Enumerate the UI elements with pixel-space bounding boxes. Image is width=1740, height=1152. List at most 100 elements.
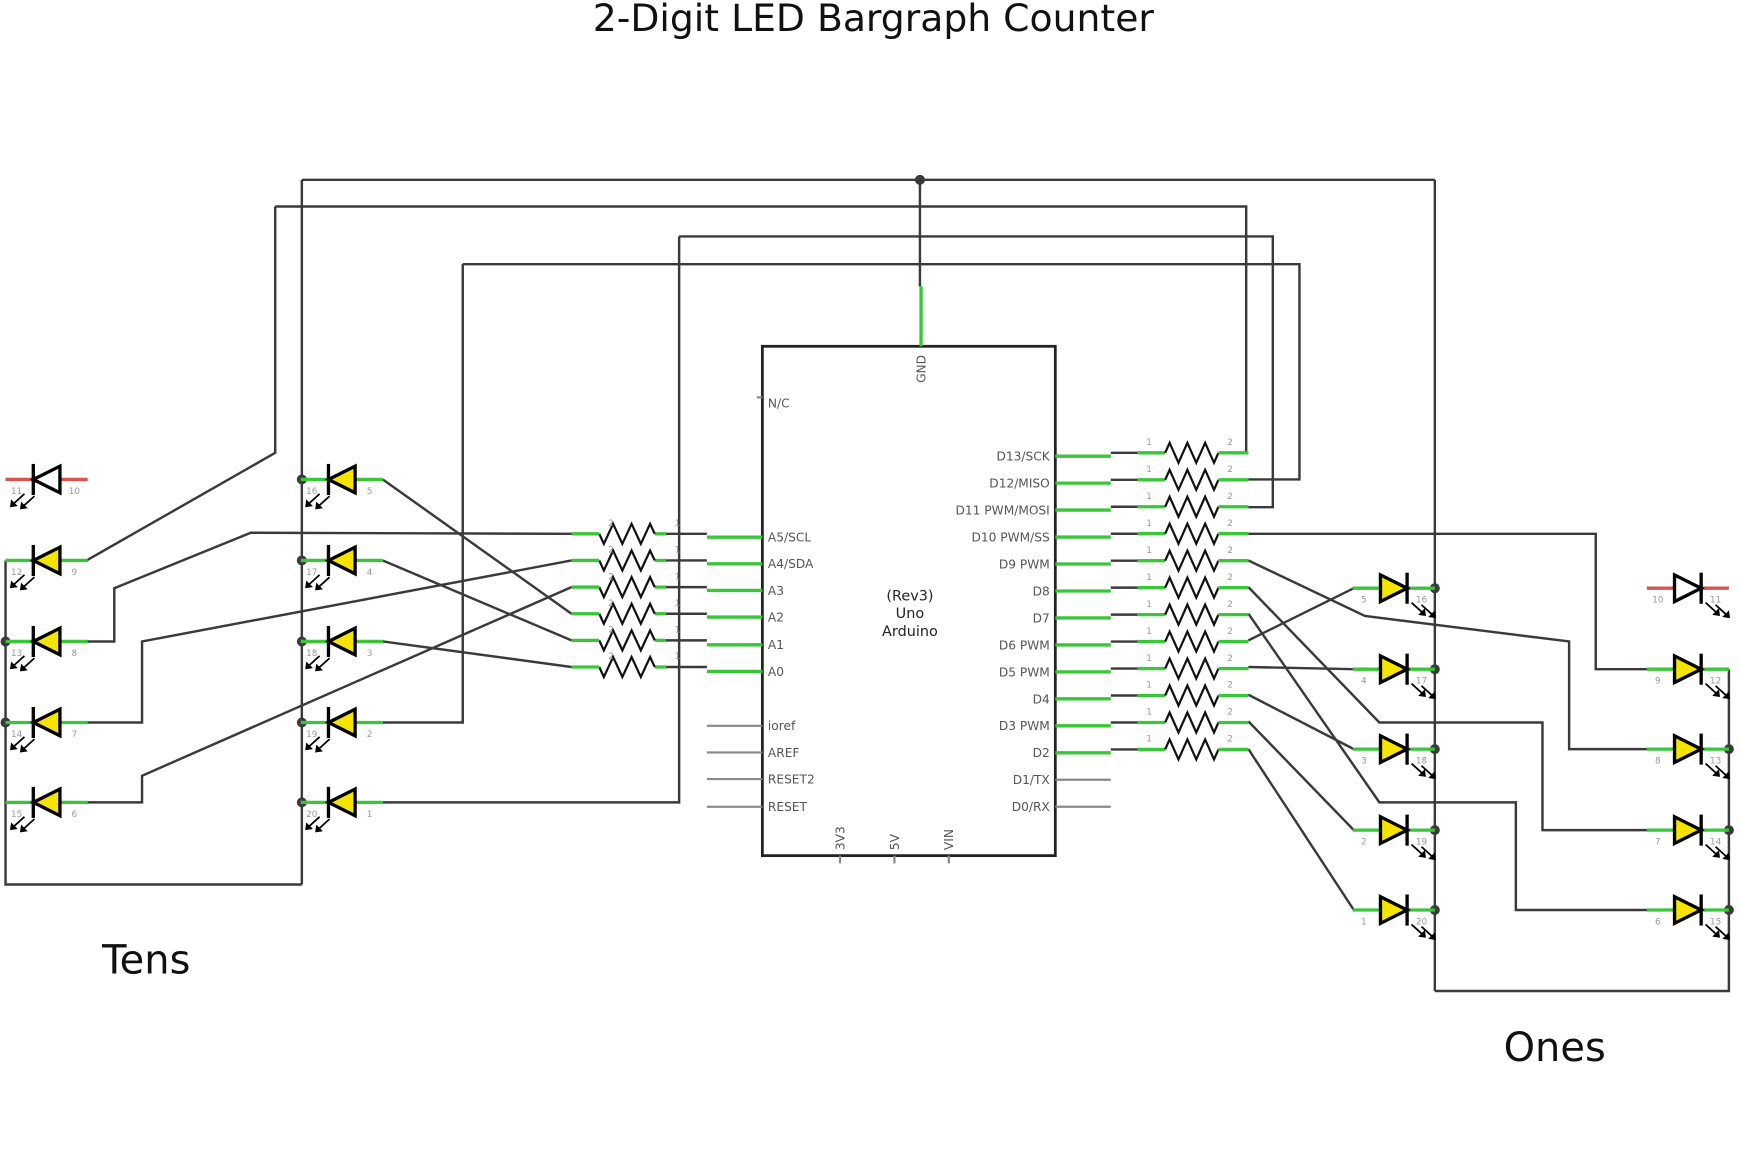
led-pin-number: 15 — [1710, 917, 1721, 927]
arrowhead-icon — [1418, 608, 1426, 616]
nc-label: N/C — [768, 396, 790, 410]
led-triangle — [1378, 894, 1411, 927]
pin-label: 3V3 — [833, 826, 847, 850]
pin-label: D5 PWM — [999, 665, 1050, 679]
led-pin-number: 2 — [367, 730, 373, 740]
pin-label: D11 PWM/MOSI — [956, 504, 1050, 518]
pin-label: D4 — [1033, 692, 1050, 706]
led-pin-number: 16 — [306, 487, 318, 497]
resistor-pin-2: 2 — [608, 519, 614, 529]
led-pin-number: 6 — [1655, 917, 1661, 927]
arrowhead-icon — [19, 824, 28, 833]
resistor-pin-1: 1 — [1146, 546, 1152, 556]
resistor-zigzag — [1164, 547, 1220, 574]
resistor-pin-2: 2 — [1227, 735, 1233, 745]
resistor-zigzag — [1164, 601, 1220, 628]
pin-label: D2 — [1033, 746, 1050, 760]
led-pin-number: 5 — [1361, 596, 1367, 606]
led-triangle — [29, 463, 62, 496]
led-pin-number: 8 — [1655, 757, 1661, 767]
led-pin-number: 4 — [1361, 677, 1367, 687]
led-pin-number: 17 — [306, 568, 317, 578]
resistor-pin-2: 2 — [608, 626, 614, 636]
arrowhead-icon — [1418, 769, 1426, 777]
wire — [4, 560, 302, 886]
resistor: 12 — [571, 519, 707, 547]
resistor-pin-1: 1 — [675, 626, 681, 636]
resistor-pin-2: 2 — [608, 546, 614, 556]
arrowhead-icon — [9, 742, 18, 751]
resistor-zigzag — [1164, 494, 1220, 520]
arrowhead-icon — [1722, 852, 1731, 861]
resistor-pin-1: 1 — [675, 519, 681, 529]
wire — [85, 206, 277, 562]
pin-label: AREF — [768, 746, 800, 760]
arrowhead-icon — [1428, 932, 1436, 940]
pin-label: D13/SCK — [997, 450, 1051, 464]
led-pin-number: 2 — [1361, 838, 1367, 848]
resistor-pin-1: 1 — [1146, 735, 1152, 745]
arrowhead-icon — [1418, 850, 1426, 858]
led-pin-number: 13 — [11, 649, 22, 659]
resistor-zigzag — [1164, 521, 1220, 547]
wire — [1247, 613, 1648, 912]
resistor-zigzag — [1164, 574, 1220, 601]
resistor: 12 — [571, 652, 707, 680]
pin-label: RESET — [768, 800, 808, 814]
resistor-zigzag — [1164, 682, 1220, 709]
arrowhead-icon — [305, 661, 313, 670]
resistor-pin-2: 2 — [608, 599, 614, 609]
arrowhead-icon — [315, 582, 323, 591]
resistor-pin-2: 2 — [1227, 681, 1233, 691]
resistor-pin-2: 2 — [1227, 708, 1233, 718]
arduino-name-line: (Rev3) — [886, 588, 933, 604]
resistor-pin-1: 1 — [1146, 654, 1152, 664]
pin-label: D7 — [1033, 611, 1050, 625]
arrowhead-icon — [1722, 610, 1731, 619]
components: GNDN/C(Rev3)UnoArduinoA5/SCLA4/SDAA3A2A1… — [5, 286, 1731, 940]
wire — [1247, 693, 1355, 751]
pin-label: RESET2 — [768, 773, 815, 787]
wire — [1247, 748, 1355, 911]
arrowhead-icon — [9, 580, 18, 589]
resistor-zigzag — [598, 654, 656, 680]
led-triangle — [1378, 814, 1411, 847]
ones-label: Ones — [1504, 1025, 1606, 1071]
resistor: 12 — [571, 572, 707, 600]
led-pin-number: 20 — [306, 810, 318, 820]
resistor-pin-1: 1 — [675, 652, 681, 662]
resistor-pin-2: 2 — [608, 652, 614, 662]
pin-label: A0 — [768, 665, 784, 679]
arrowhead-icon — [1722, 691, 1731, 700]
arrowhead-icon — [305, 742, 313, 751]
arrowhead-icon — [315, 744, 323, 753]
pin-label: VIN — [942, 829, 956, 850]
led-triangle — [29, 706, 62, 739]
resistor-pin-1: 1 — [1146, 519, 1152, 529]
led-triangle — [29, 786, 62, 819]
arrowhead-icon — [1712, 850, 1721, 858]
arrowhead-icon — [315, 824, 323, 833]
arrowhead-icon — [305, 822, 313, 831]
led-pin-number: 13 — [1710, 757, 1721, 767]
resistor-zigzag — [598, 627, 656, 653]
pin-label: D9 PWM — [999, 557, 1050, 571]
wire — [1247, 720, 1355, 831]
led-pin-number: 20 — [1416, 917, 1428, 927]
led-triangle — [1378, 733, 1411, 766]
arrowhead-icon — [315, 663, 323, 672]
resistor-pin-1: 1 — [1146, 600, 1152, 610]
led-pin-number: 1 — [1361, 917, 1367, 927]
resistor-pin-2: 2 — [1227, 600, 1233, 610]
